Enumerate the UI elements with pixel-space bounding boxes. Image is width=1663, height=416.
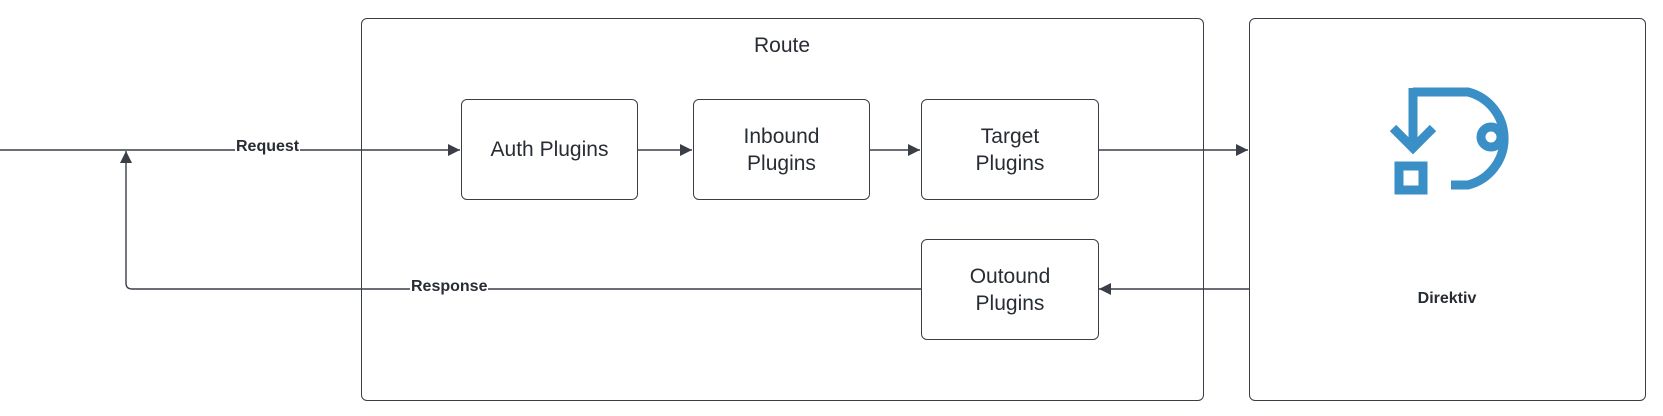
auth-plugins-label: Auth Plugins: [490, 138, 609, 161]
response-arrow: [120, 151, 922, 290]
request-label: Request: [235, 138, 301, 156]
direktiv-label: Direktiv: [1417, 290, 1477, 307]
inbound-plugins-label: Inbound Plugins: [743, 124, 820, 175]
route-title: Route: [753, 34, 811, 57]
route-container: [361, 18, 1204, 401]
inbound-plugins-box: Inbound Plugins: [693, 99, 870, 200]
response-label: Response: [410, 278, 489, 296]
direktiv-logo-icon: [1390, 87, 1509, 195]
direktiv-container: [1249, 18, 1646, 401]
auth-plugins-box: Auth Plugins: [461, 99, 638, 200]
target-plugins-box: Target Plugins: [921, 99, 1099, 200]
outbound-plugins-box: Outound Plugins: [921, 239, 1099, 340]
target-plugins-label: Target Plugins: [975, 124, 1045, 175]
outbound-plugins-label: Outound Plugins: [969, 264, 1051, 315]
